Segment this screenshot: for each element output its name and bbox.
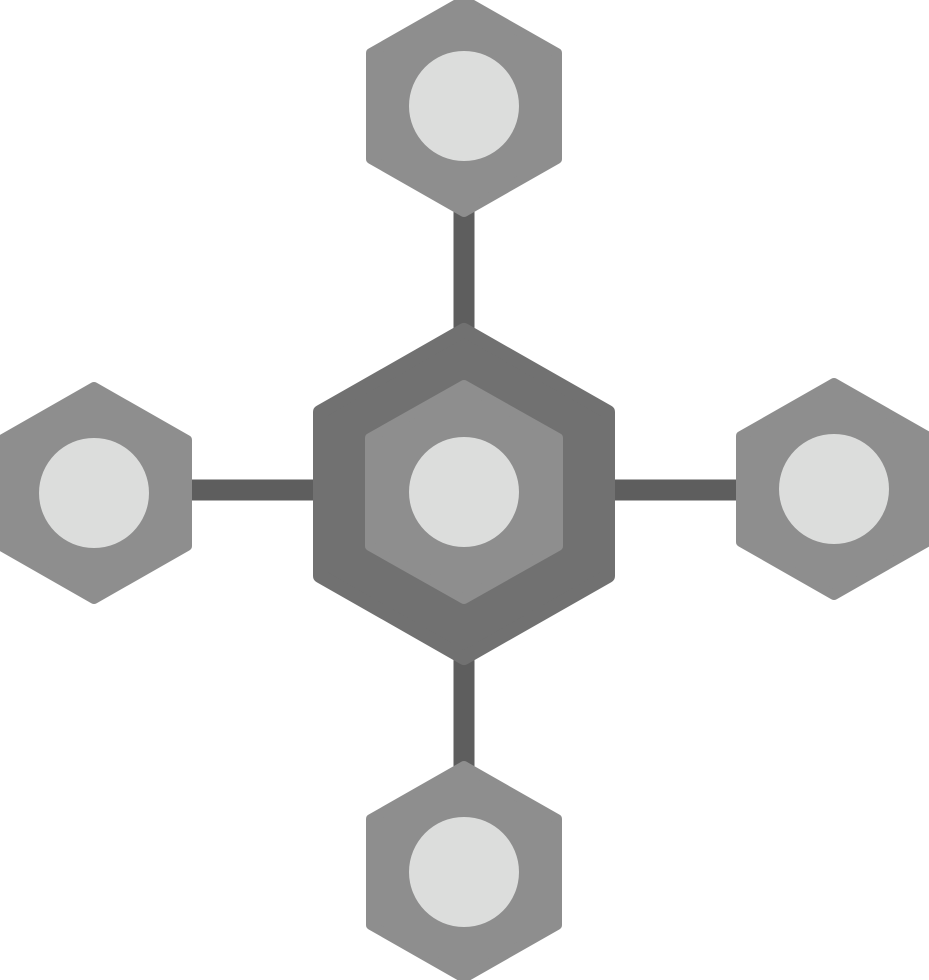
node-right [736, 378, 929, 600]
node-left-circle [39, 438, 149, 548]
node-top-circle [409, 51, 519, 161]
center-circle [409, 437, 519, 547]
center-hub [313, 323, 615, 665]
node-bottom [366, 761, 562, 980]
node-top [366, 0, 562, 217]
connectors [180, 200, 748, 780]
node-left [0, 382, 192, 604]
node-bottom-circle [409, 817, 519, 927]
node-right-circle [779, 434, 889, 544]
